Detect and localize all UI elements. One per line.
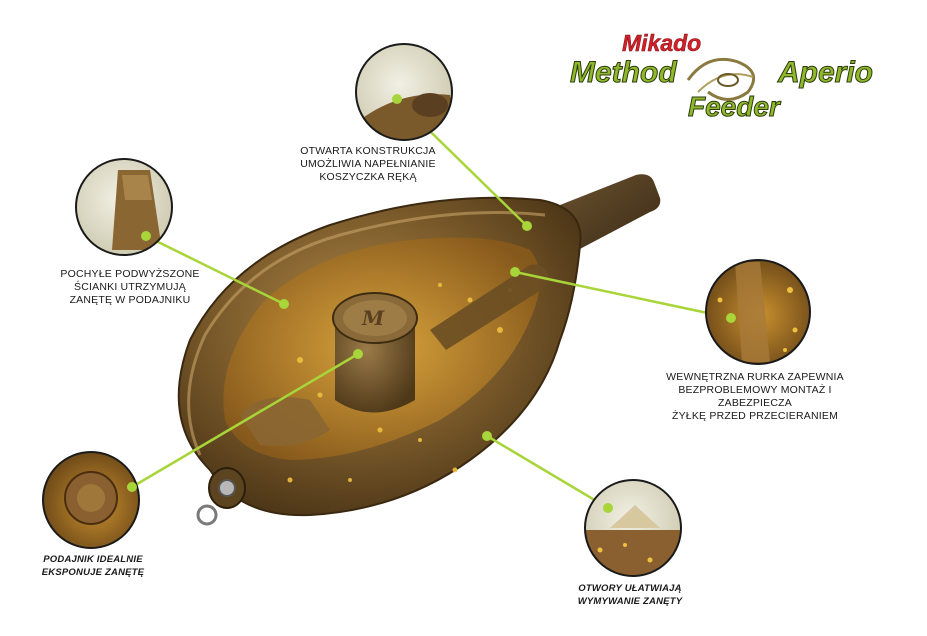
logo-brand: Mikado [622,30,702,57]
feeder-body: M [177,174,661,526]
logo-swirl-graphic [686,57,756,101]
zoom-circle-feeder-exposure [42,451,140,549]
zoom-circle-open-design [355,43,453,141]
svg-text:M: M [361,306,385,330]
caption-feeder-exposure: PODAJNIK IDEALNIE EKSPONUJE ZANĘTĘ [41,554,145,578]
caption-open-design: OTWARTA KONSTRUKCJA UMOŻLIWIA NAPEŁNIANI… [300,145,436,183]
caption-sloped-walls: POCHYŁE PODWYŻSZONE ŚCIANKI UTRZYMUJĄ ZA… [60,268,200,306]
logo-word-method: Method [570,56,678,90]
caption-internal-tube: WEWNĘTRZNA RURKA ZAPEWNIA BEZPROBLEMOWY … [666,371,844,422]
logo-word-feeder: Feeder [688,91,781,123]
caption-holes: OTWORY UŁATWIAJĄ WYMYWANIE ZANĘTY [577,583,683,607]
logo-word-aperio: Aperio [777,56,874,90]
zoom-circle-internal-tube [705,259,811,365]
zoom-circle-holes [584,479,682,577]
zoom-circle-sloped-walls [75,158,173,256]
